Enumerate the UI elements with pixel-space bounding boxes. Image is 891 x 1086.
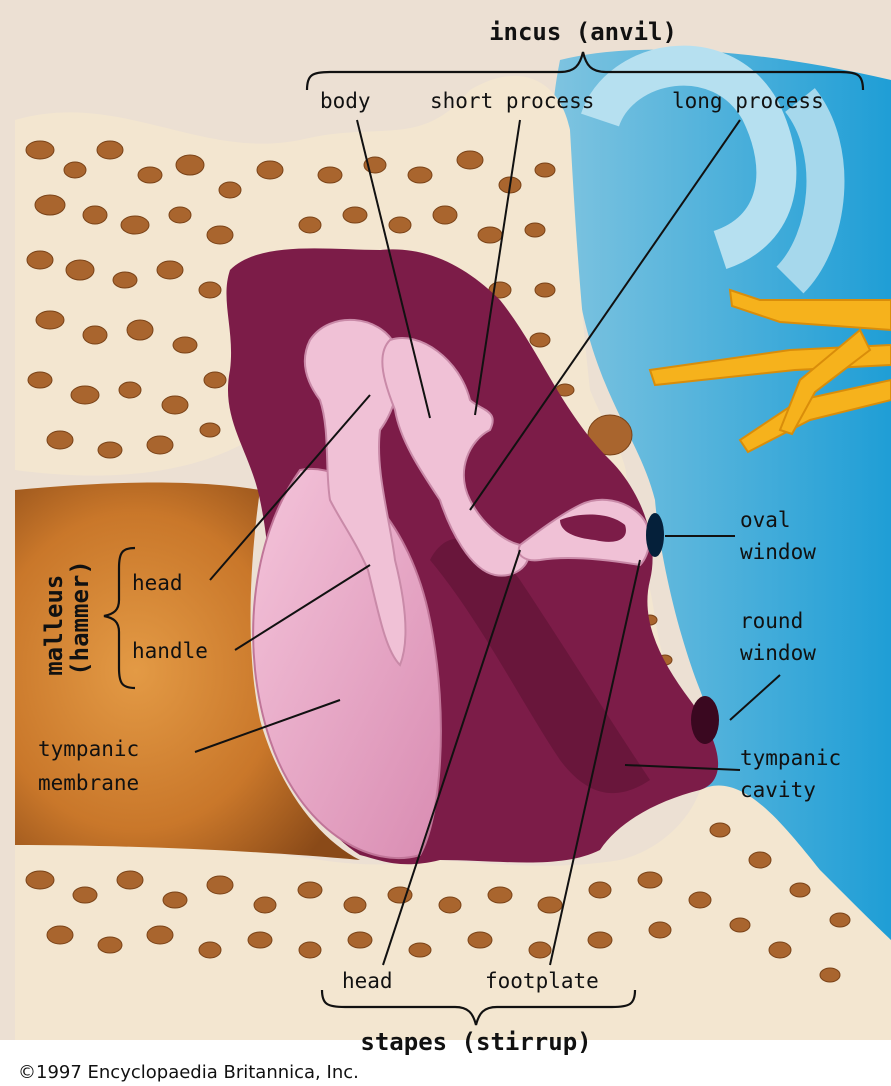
round-window bbox=[691, 696, 719, 744]
incus-long-process-label: long process bbox=[672, 89, 824, 113]
stapes-head-label: head bbox=[342, 969, 393, 993]
malleus-head-label: head bbox=[132, 571, 183, 595]
round-window-label-line2: window bbox=[740, 641, 816, 665]
tympanic-membrane-label-line2: membrane bbox=[38, 771, 139, 795]
malleus-group-label: malleus (hammer) bbox=[40, 560, 94, 676]
stapes-group-label: stapes (stirrup) bbox=[360, 1028, 591, 1056]
malleus-group-label-line2: (hammer) bbox=[66, 560, 94, 676]
stapes-footplate-label: footplate bbox=[485, 969, 599, 993]
tympanic-cavity-label-line1: tympanic bbox=[740, 746, 841, 770]
incus-group-label: incus (anvil) bbox=[489, 18, 677, 46]
copyright-credit: ©1997 Encyclopaedia Britannica, Inc. bbox=[18, 1062, 359, 1083]
incus-body-label: body bbox=[320, 89, 371, 113]
malleus-handle-label: handle bbox=[132, 639, 208, 663]
tympanic-membrane-label-line1: tympanic bbox=[38, 737, 139, 761]
incus-short-process-label: short process bbox=[430, 89, 594, 113]
tympanic-cavity-label-line2: cavity bbox=[740, 778, 816, 802]
malleus-group-label-line1: malleus bbox=[40, 575, 68, 676]
oval-window-label-line1: oval bbox=[740, 508, 791, 532]
round-window-label-line1: round bbox=[740, 609, 803, 633]
oval-window bbox=[646, 513, 664, 557]
oval-window-label-line2: window bbox=[740, 540, 816, 564]
